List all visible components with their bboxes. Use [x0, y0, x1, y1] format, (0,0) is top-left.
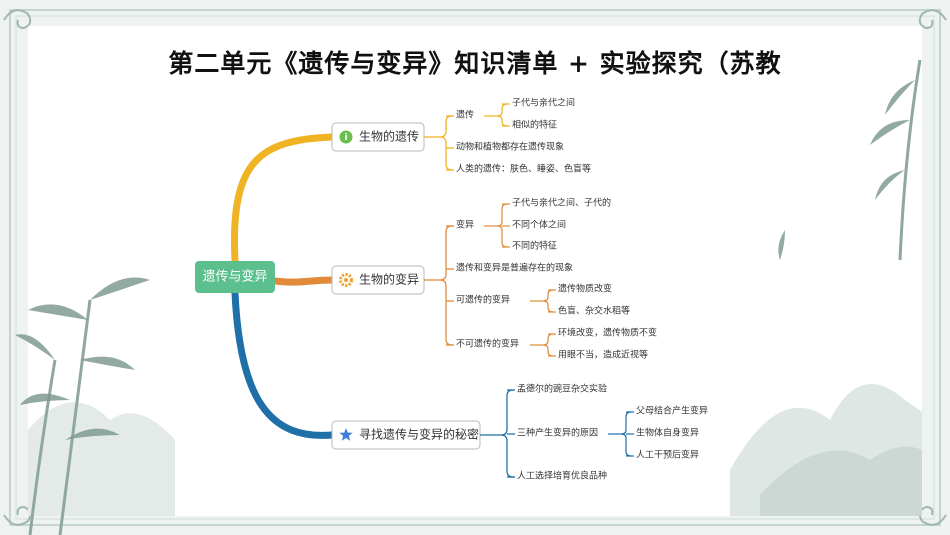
- star-icon: [339, 428, 353, 441]
- item-label: 变异: [456, 219, 474, 231]
- branch-node-label: 寻找遗传与变异的秘密: [359, 427, 479, 442]
- child-label: 环境改变，遗传物质不变: [558, 327, 657, 339]
- item-label: 人类的遗传：肤色、睡姿、色盲等: [456, 163, 591, 175]
- child-bracket: [542, 289, 554, 313]
- branch-node-label: 生物的遗传: [359, 129, 419, 144]
- item-label: 可遗传的变异: [456, 294, 510, 306]
- child-label: 父母结合产生变异: [636, 405, 708, 417]
- item-label: 人工选择培育优良品种: [517, 470, 607, 482]
- child-label: 子代与亲代之间、子代的: [512, 197, 611, 209]
- root-node[interactable]: [195, 261, 275, 293]
- child-label: 人工干预后变异: [636, 449, 699, 461]
- item-label: 不可遗传的变异: [456, 338, 519, 350]
- child-label: 不同的特征: [512, 240, 557, 252]
- info-icon-glyph: i: [344, 133, 347, 143]
- info-icon: [339, 130, 353, 144]
- root-node-label: 遗传与变异: [202, 269, 267, 285]
- child-label: 不同个体之间: [512, 219, 566, 231]
- child-label: 子代与亲代之间: [512, 97, 575, 109]
- child-label: 遗传物质改变: [558, 283, 612, 295]
- gear-icon-center: [344, 278, 348, 282]
- item-bracket: [439, 115, 453, 171]
- item-label: 遗传: [456, 109, 474, 121]
- item-label: 遗传和变异是普遍存在的现象: [456, 262, 573, 274]
- gear-icon: [339, 273, 353, 287]
- child-label: 生物体自身变异: [636, 427, 699, 439]
- child-bracket: [496, 103, 508, 127]
- main-branch-line: [230, 133, 336, 265]
- child-label: 相似的特征: [512, 119, 557, 131]
- child-bracket: [542, 333, 554, 357]
- page-title: 第二单元《遗传与变异》知识清单 + 实验探究（苏教: [168, 49, 782, 78]
- main-branch-line: [271, 276, 336, 286]
- item-label: 动物和植物都存在遗传现象: [456, 141, 564, 153]
- item-label: 孟德尔的豌豆杂交实验: [517, 383, 607, 395]
- item-label: 三种产生变异的原因: [517, 427, 598, 439]
- main-branch-line: [231, 289, 336, 439]
- child-label: 色盲、杂交水稻等: [558, 305, 630, 317]
- child-label: 用眼不当，造成近视等: [558, 349, 648, 361]
- branch-node-label: 生物的变异: [359, 272, 419, 287]
- item-bracket: [439, 225, 453, 346]
